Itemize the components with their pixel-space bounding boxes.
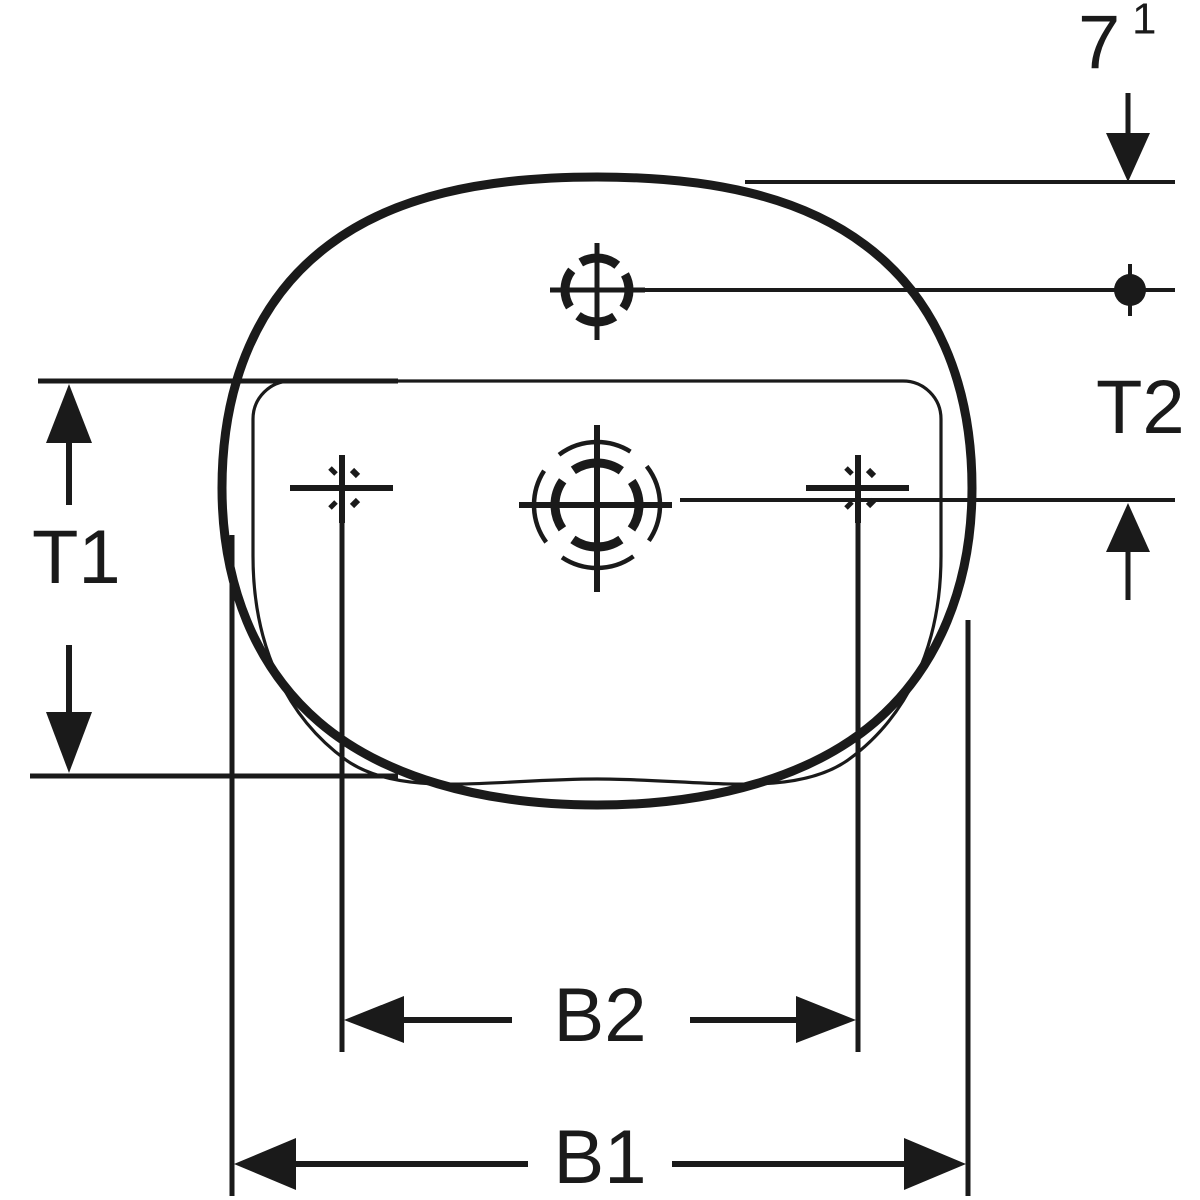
dimension-7-group [745, 93, 1175, 184]
dimension-b2-group [339, 523, 861, 1052]
left-mount-tick-b [328, 500, 338, 510]
reference-point-dot [1114, 274, 1146, 306]
dimension-label-7-superscript: 1 [1132, 0, 1156, 44]
dimension-label-b1: B1 [554, 1115, 647, 1200]
dimension-label-t1: T1 [32, 515, 121, 600]
dim-b1-arrow-head-left [234, 1138, 296, 1190]
left-mount-tick-c [349, 467, 361, 479]
dim-t2-arrow-head [1106, 503, 1150, 552]
left-mount-tick-d [349, 497, 361, 509]
right-mount-tick-c [865, 467, 877, 479]
dimension-label-7: 7 [1078, 0, 1120, 85]
basin-inner-rim [251, 379, 943, 786]
dim-7-arrow-head [1106, 133, 1150, 182]
dimension-label-b2: B2 [554, 973, 647, 1058]
dimension-b1-group [229, 535, 971, 1196]
right-mount-tick-b [844, 500, 854, 510]
basin-outline-group [217, 172, 977, 810]
basin-outer-contour [217, 172, 977, 810]
dim-t1-arrow-head-top [46, 384, 92, 443]
dimension-t1-group [30, 378, 398, 779]
dim-b2-arrow-head-left [344, 996, 404, 1043]
right-mount-mark-group [806, 455, 909, 523]
dim-t1-arrow-head-bottom [46, 712, 92, 773]
right-mount-tick-a [844, 466, 854, 476]
reference-point-group [640, 264, 1175, 316]
drain-group [519, 425, 672, 592]
left-mount-mark-group [290, 455, 393, 523]
dim-b2-arrow-head-right [796, 996, 856, 1043]
tap-hole-group [550, 243, 645, 340]
dimension-t2-group [680, 498, 1175, 600]
dim-b1-arrow-head-right [904, 1138, 966, 1190]
left-mount-tick-a [328, 466, 338, 476]
dimension-label-t2: T2 [1096, 365, 1185, 450]
